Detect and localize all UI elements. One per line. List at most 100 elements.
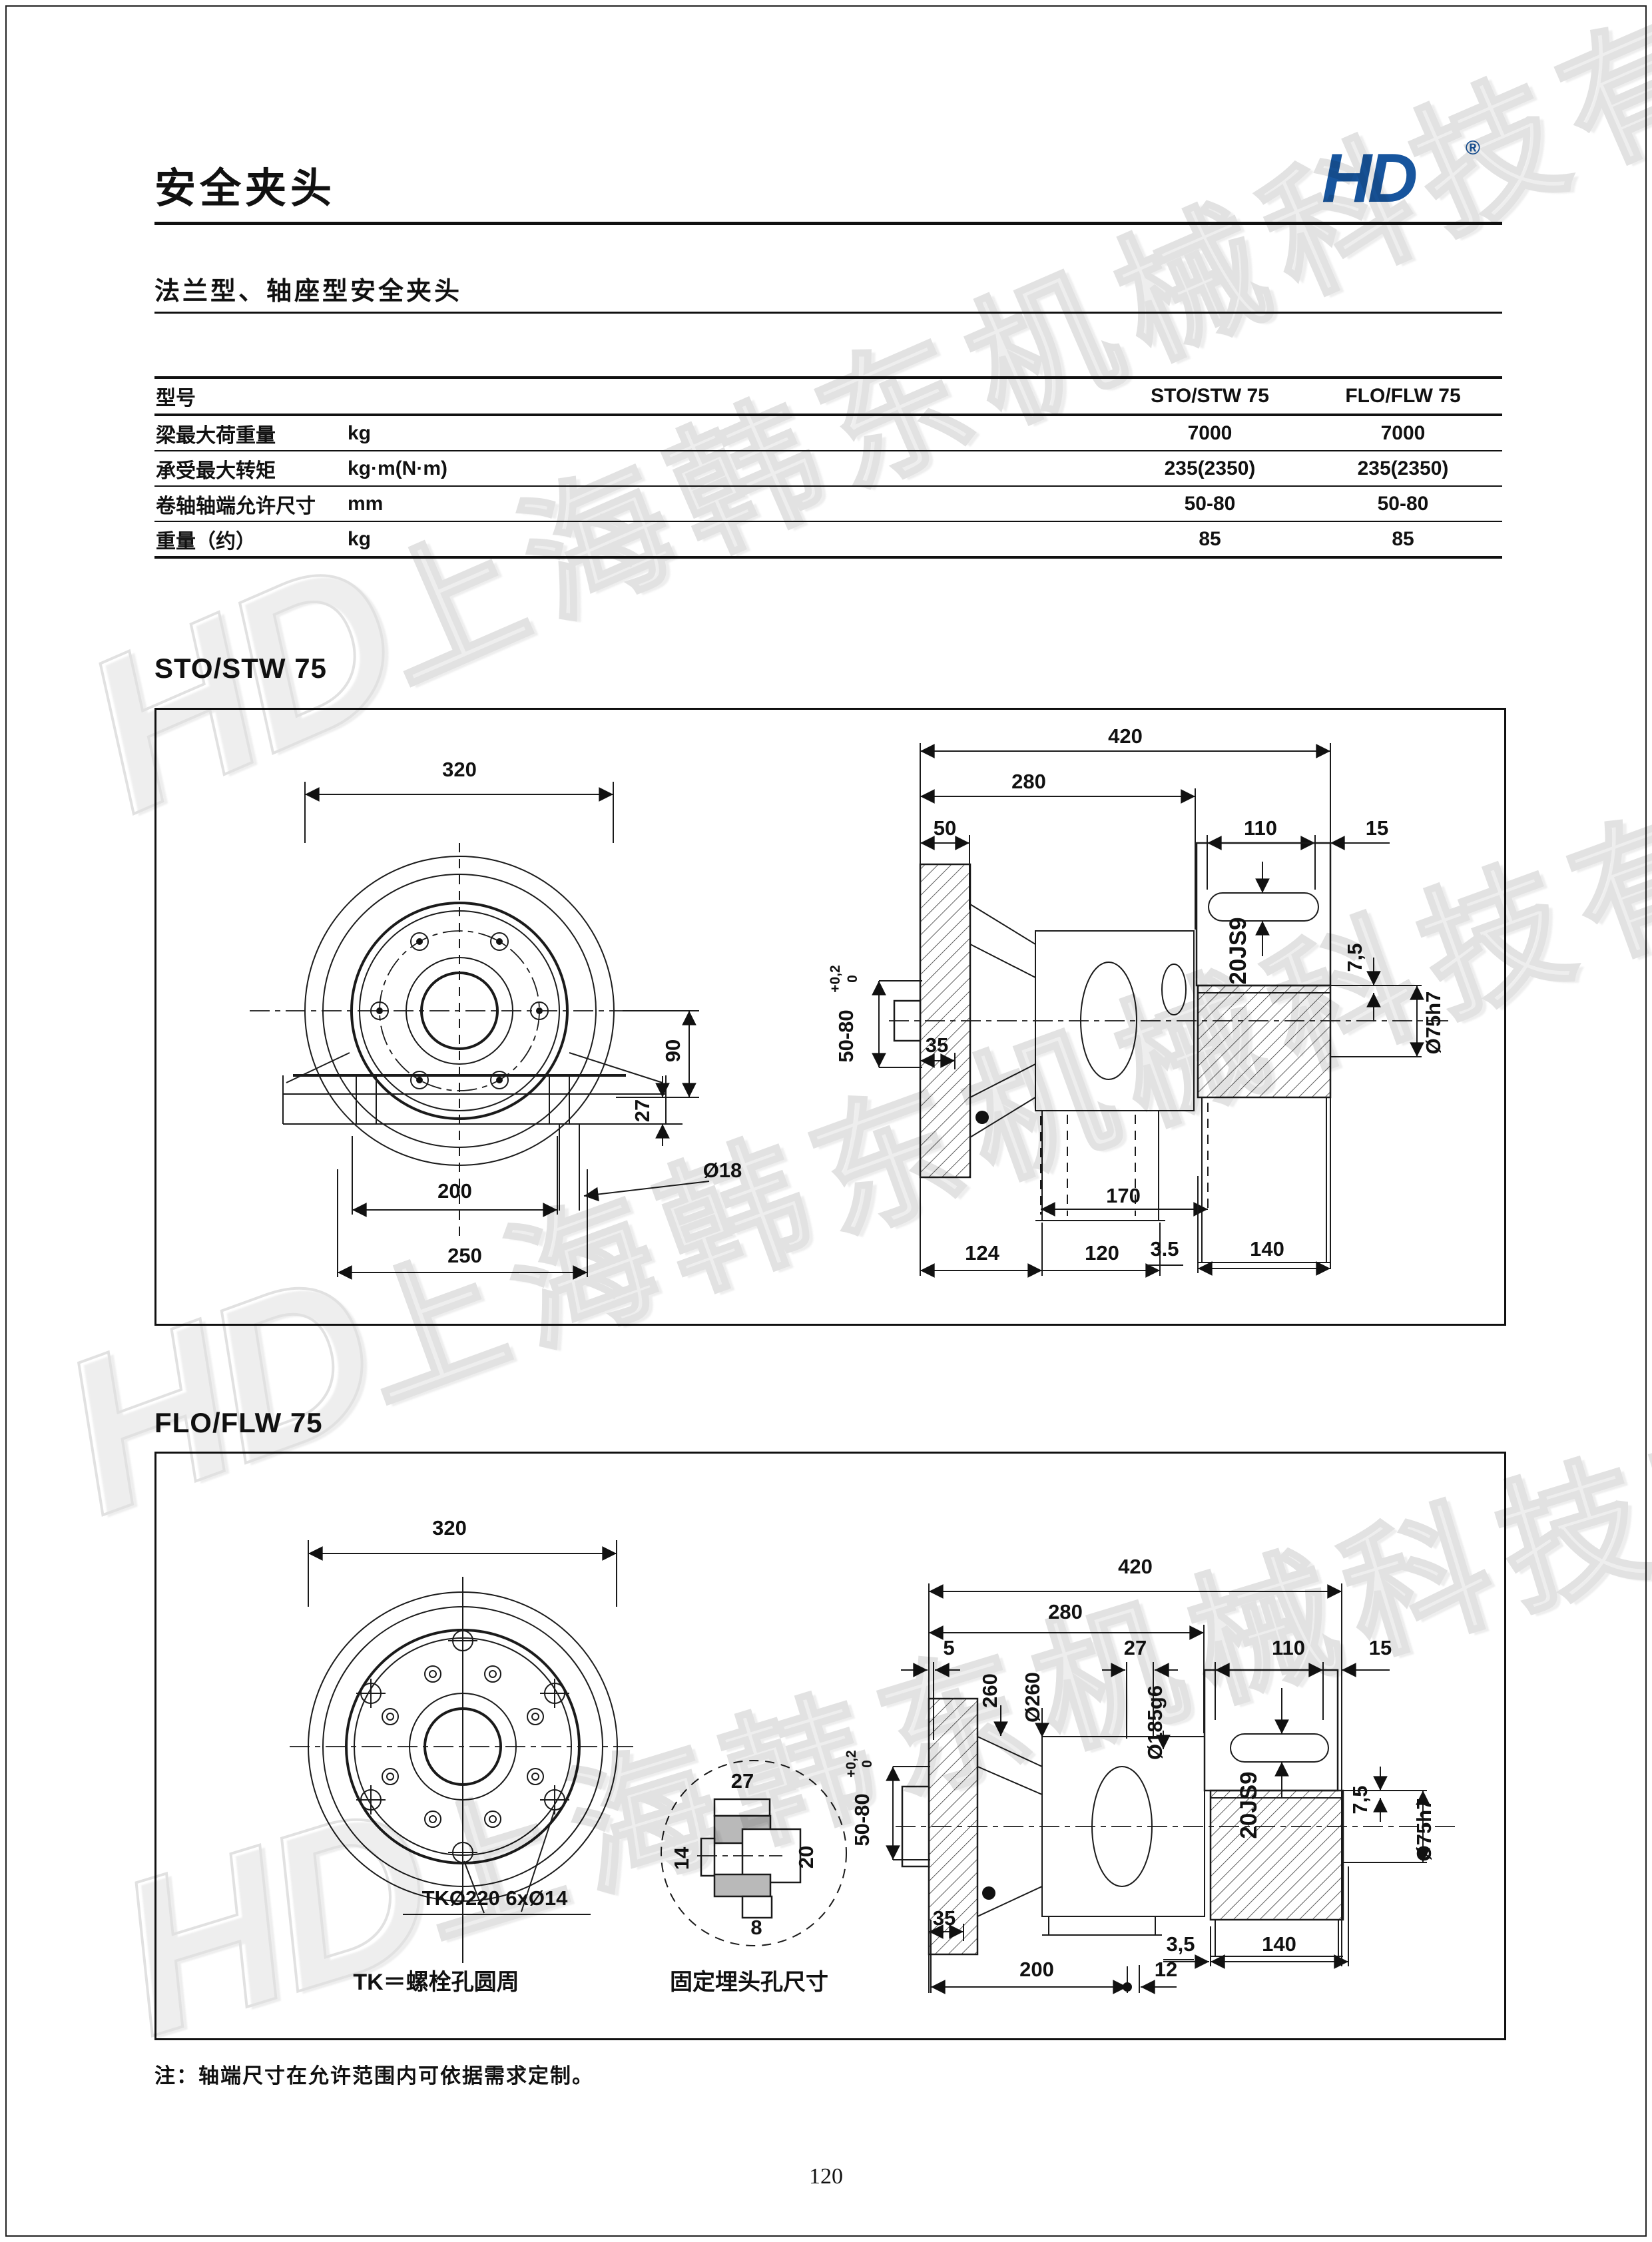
table-cell: 卷轴轴端允许尺寸	[156, 495, 316, 517]
dim-label: +0,2	[844, 1750, 859, 1777]
sto-front-dimlines	[305, 782, 709, 1280]
dim-label: 140	[1250, 1237, 1284, 1261]
dim-label: +0,2	[828, 965, 843, 992]
dim-label: 27	[1124, 1636, 1147, 1659]
table-cell: 235(2350)	[1164, 457, 1256, 479]
table-cell: 梁最大荷重量	[156, 424, 276, 447]
dim-label: 420	[1118, 1555, 1153, 1578]
dim-label: 12	[1155, 1958, 1177, 1981]
header-model-label: 型号	[156, 388, 196, 410]
dim-label: 250	[447, 1244, 482, 1267]
dim-label: TK＝螺栓孔圆周	[353, 1970, 519, 1995]
dim-label: 3,5	[1166, 1932, 1195, 1956]
dim-label: 320	[432, 1516, 467, 1540]
subtitle-rule	[154, 312, 1502, 314]
dim-label: 14	[670, 1846, 693, 1870]
dim-label: Ø260	[1021, 1672, 1044, 1723]
dim-label: 90	[661, 1039, 685, 1062]
title-rule	[154, 222, 1502, 225]
flo-heading: FLO/FLW 75	[154, 1407, 323, 1438]
dim-label: 110	[1244, 816, 1277, 840]
dim-label: 27	[731, 1769, 754, 1793]
spec-table-body: 梁最大荷重量 kg 7000 7000 承受最大转矩 kg·m(N·m) 235(2350)…	[154, 416, 1502, 559]
dim-label: TKØ220 6xØ14	[422, 1886, 569, 1910]
table-row: 重量（约） kg 85 85	[154, 522, 1502, 559]
table-cell: 50-80	[1184, 492, 1236, 515]
dim-label: 7,5	[1348, 1785, 1372, 1814]
dim-label: 20	[794, 1846, 818, 1868]
dim-label: 固定埋头孔尺寸	[670, 1970, 828, 1995]
sto-section-dimlines	[872, 743, 1424, 1278]
dim-label: 200	[1019, 1958, 1054, 1981]
spec-table-header: 型号 STO/STW 75 FLO/FLW 75	[154, 376, 1502, 416]
dim-label: 170	[1106, 1184, 1141, 1207]
page-subtitle: 法兰型、轴座型安全夹头	[154, 278, 463, 306]
dim-label: Ø18	[703, 1159, 742, 1182]
table-row: 梁最大荷重量 kg 7000 7000	[154, 416, 1502, 451]
flo-front-view	[290, 1540, 636, 1963]
sto-front-view	[250, 782, 709, 1280]
table-cell: 7000	[1380, 421, 1426, 444]
sto-drawing: 3209027Ø18200250420280501101520JS97,5Ø75…	[156, 724, 1504, 1280]
watermark-text: 上海韩东机械科技有限公司	[350, 0, 1652, 711]
dim-label: 0	[845, 975, 860, 983]
brand-logo: HD ®	[1322, 137, 1480, 218]
dim-label: 0	[860, 1760, 875, 1768]
sto-section-view	[872, 743, 1448, 1278]
page-title: 安全夹头	[154, 166, 336, 212]
flo-section-dimlines	[886, 1583, 1430, 1994]
dim-label: 420	[1108, 724, 1143, 748]
header-col-sto: STO/STW 75	[1151, 385, 1269, 407]
table-cell: kg	[348, 527, 372, 550]
table-row: 卷轴轴端允许尺寸 mm 50-80 50-80	[154, 487, 1502, 522]
table-cell: 50-80	[1377, 492, 1429, 515]
bolt-holes	[371, 933, 548, 1089]
sto-heading: STO/STW 75	[154, 653, 327, 684]
hd-logo-icon: HD	[1322, 140, 1418, 217]
table-cell: kg·m(N·m)	[348, 457, 447, 479]
dim-label: 27	[631, 1099, 654, 1122]
flo-section-view	[886, 1583, 1455, 1994]
table-cell: 7000	[1187, 421, 1233, 444]
inner-holes	[382, 1666, 543, 1827]
page-number: 120	[809, 2164, 843, 2189]
dim-label: 20JS9	[1225, 917, 1251, 984]
table-cell: kg	[348, 421, 372, 444]
dim-label: 20JS9	[1236, 1771, 1262, 1838]
dim-label: 35	[926, 1033, 948, 1057]
table-cell: 承受最大转矩	[156, 459, 276, 482]
dim-label: 15	[1366, 816, 1388, 840]
footnote: 注：轴端尺寸在允许范围内可依据需求定制。	[154, 2064, 594, 2088]
dim-label: Ø75h7	[1412, 1799, 1436, 1862]
countersink-detail	[661, 1761, 846, 1946]
table-cell: 85	[1392, 527, 1414, 550]
dim-label: 260	[978, 1673, 1001, 1708]
dim-label: 35	[933, 1906, 956, 1930]
dim-label: 50	[934, 816, 956, 840]
dim-label: 140	[1262, 1932, 1296, 1956]
dim-label: Ø185g6	[1143, 1685, 1167, 1760]
registered-mark: ®	[1465, 137, 1480, 159]
dim-label: 50-80	[834, 1009, 858, 1062]
dim-label: 124	[965, 1241, 999, 1264]
dim-label: 200	[437, 1179, 472, 1203]
table-cell: mm	[348, 492, 384, 515]
dim-label: 5	[943, 1636, 954, 1659]
dim-label: 8	[750, 1916, 762, 1939]
dim-label: 120	[1085, 1241, 1119, 1264]
dim-label: 320	[442, 758, 477, 781]
dim-label: 110	[1272, 1636, 1305, 1659]
dim-label: 3.5	[1150, 1237, 1179, 1261]
table-cell: 85	[1199, 527, 1221, 550]
dim-label: 7,5	[1343, 943, 1366, 972]
dim-label: 280	[1048, 1600, 1083, 1623]
dim-label: 280	[1011, 770, 1046, 793]
table-cell: 重量（约）	[156, 530, 256, 553]
